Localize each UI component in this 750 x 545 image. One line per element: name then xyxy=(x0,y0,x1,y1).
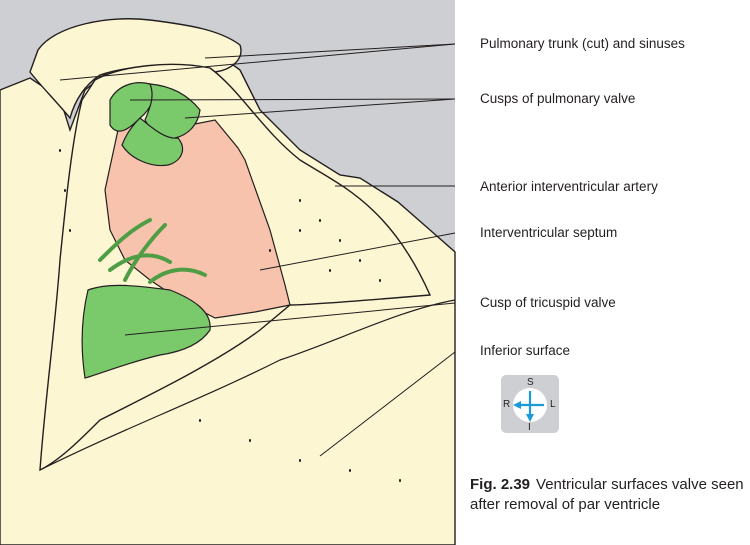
compass-right-label: R xyxy=(503,399,510,410)
orientation-compass: S I R L xyxy=(501,375,559,433)
compass-left-label: L xyxy=(550,399,556,410)
label-inferior-surface: Inferior surface xyxy=(480,343,570,359)
figure-number: Fig. 2.39 xyxy=(470,476,530,493)
label-tricuspid-cusp: Cusp of tricuspid valve xyxy=(480,295,616,311)
compass-inferior-label: I xyxy=(528,422,531,433)
label-pulmonary-trunk: Pulmonary trunk (cut) and sinuses xyxy=(480,36,685,52)
label-anterior-artery: Anterior interventricular artery xyxy=(480,179,658,195)
label-pulmonary-cusps: Cusps of pulmonary valve xyxy=(480,91,635,107)
label-septum: Interventricular septum xyxy=(480,225,617,241)
compass-superior-label: S xyxy=(527,377,534,388)
